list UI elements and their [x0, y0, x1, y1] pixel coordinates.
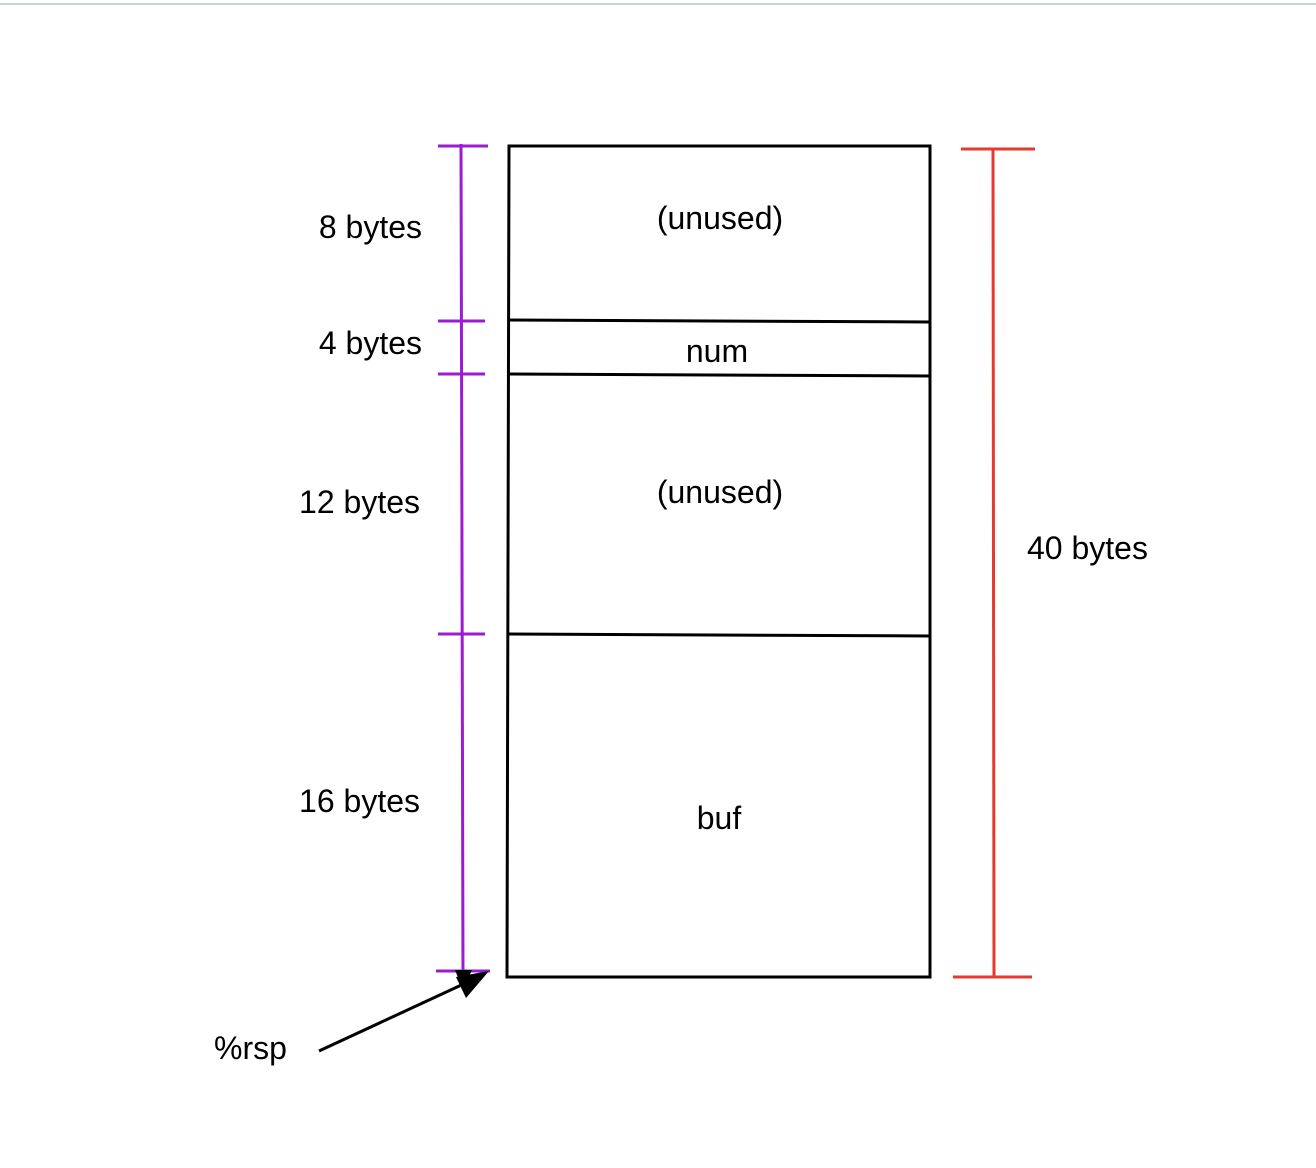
size-label-12-bytes: 12 bytes: [299, 484, 420, 520]
rsp-label: %rsp: [214, 1030, 287, 1066]
segment-divider: [508, 372, 931, 378]
ruler-line: [459, 143, 465, 975]
segment-label-unused-middle: (unused): [657, 474, 783, 510]
total-ruler-line: [991, 148, 996, 978]
segment-label-buf: buf: [697, 800, 742, 836]
stack-frame: [505, 144, 932, 979]
total-size-ruler: [953, 147, 1035, 979]
size-label-16-bytes: 16 bytes: [299, 783, 420, 819]
segment-label-unused-top: (unused): [657, 200, 783, 236]
top-divider: [0, 3, 1316, 5]
segment-label-num: num: [686, 333, 748, 369]
segment-divider: [508, 318, 931, 324]
segment-divider: [507, 632, 931, 638]
size-label-8-bytes: 8 bytes: [319, 209, 422, 245]
rsp-pointer-arrow: [318, 970, 489, 1053]
arrow-shaft: [318, 979, 471, 1053]
stack-frame-outline: [505, 144, 932, 979]
size-label-4-bytes: 4 bytes: [319, 325, 422, 361]
total-size-label: 40 bytes: [1027, 530, 1148, 566]
segment-size-ruler: [436, 143, 490, 975]
ruler-end-arrowhead-icon: [455, 970, 472, 990]
